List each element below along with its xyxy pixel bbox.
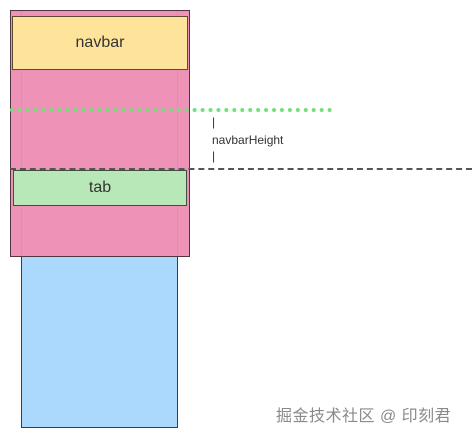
navbar-box: navbar: [12, 16, 188, 70]
dashed-guide-line: [10, 168, 472, 170]
navbar-label: navbar: [75, 34, 125, 51]
annotation-tick-top: |: [212, 115, 216, 129]
navbar-height-label: navbarHeight: [212, 133, 284, 147]
annotation-tick-bottom: |: [212, 149, 216, 163]
scroll-content-block: [21, 236, 178, 428]
tab-label: tab: [88, 179, 112, 196]
dotted-guide-line: [10, 108, 332, 112]
watermark: 掘金技术社区 @ 印刻君: [276, 408, 452, 425]
tab-box: tab: [13, 170, 187, 206]
